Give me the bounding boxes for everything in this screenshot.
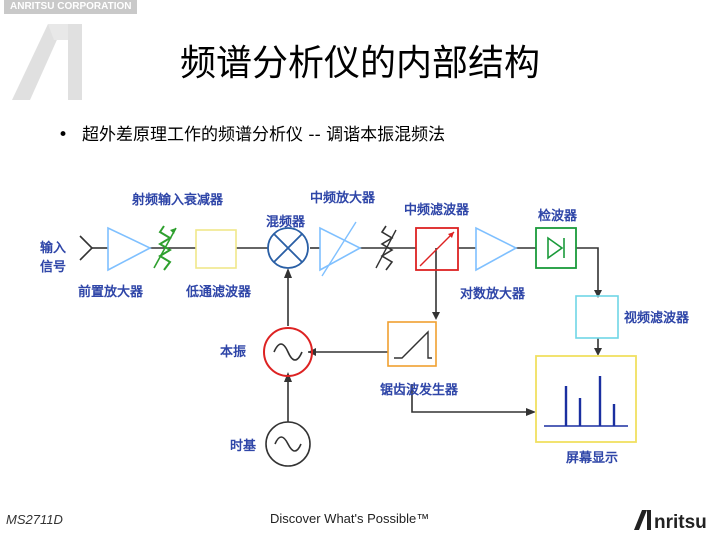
label-input-signal-2: 信号	[40, 259, 66, 275]
bullet-item: • 超外差原理工作的频谱分析仪 -- 调谐本振混频法	[58, 120, 445, 145]
company-header: ANRITSU CORPORATION	[4, 0, 138, 14]
label-detector: 检波器	[538, 208, 578, 224]
anritsu-a-logo	[12, 24, 82, 100]
if-amplifier-icon	[319, 221, 362, 277]
video-filter-box	[575, 295, 619, 339]
model-number: MS2711D	[6, 512, 63, 527]
mixer-icon	[267, 227, 309, 269]
signal-wires	[92, 247, 599, 422]
label-preamp: 前置放大器	[78, 284, 144, 300]
label-sawtooth: 锯齿波发生器	[380, 382, 459, 398]
label-local-osc: 本振	[220, 344, 246, 360]
input-terminal-icon	[79, 235, 94, 261]
label-timebase: 时基	[230, 438, 257, 454]
if-attenuator-icon	[375, 225, 397, 271]
tagline: Discover What's Possible™	[270, 511, 430, 526]
detector-icon	[535, 227, 577, 269]
label-if-amp: 中频放大器	[310, 190, 376, 206]
log-amplifier-icon	[475, 226, 518, 272]
spectrum-analyzer-diagram: 输入 信号 射频输入衰减器 前置放大器 低通滤波器 混频器 中频放大器 中频滤波…	[40, 190, 690, 467]
top-bar: ANRITSU CORPORATION	[0, 0, 720, 14]
timebase-icon	[265, 421, 311, 467]
if-filter-icon	[415, 227, 459, 271]
svg-text:nritsu: nritsu	[654, 512, 707, 532]
bullet-dot: •	[58, 125, 69, 145]
local-oscillator-icon	[263, 327, 313, 377]
label-log-amp: 对数放大器	[460, 286, 526, 302]
label-display: 屏幕显示	[566, 450, 618, 466]
label-input-signal-1: 输入	[40, 240, 66, 256]
anritsu-logo: nritsu	[634, 510, 707, 532]
rf-attenuator-icon	[153, 225, 177, 271]
display-screen-icon	[535, 355, 637, 443]
label-rf-attenuator: 射频输入衰减器	[131, 192, 224, 208]
label-mixer: 混频器	[266, 214, 306, 230]
slide-title: 频谱分析仪的内部结构	[179, 43, 540, 84]
bullet-text: 超外差原理工作的频谱分析仪 -- 调谐本振混频法	[82, 125, 446, 145]
lowpass-filter-box	[195, 229, 237, 269]
label-if-filter: 中频滤波器	[404, 202, 470, 218]
preamp-icon	[107, 226, 152, 272]
sawtooth-generator-icon	[387, 321, 437, 367]
label-video-filter: 视频滤波器	[624, 310, 690, 326]
label-lowpass: 低通滤波器	[185, 284, 252, 300]
